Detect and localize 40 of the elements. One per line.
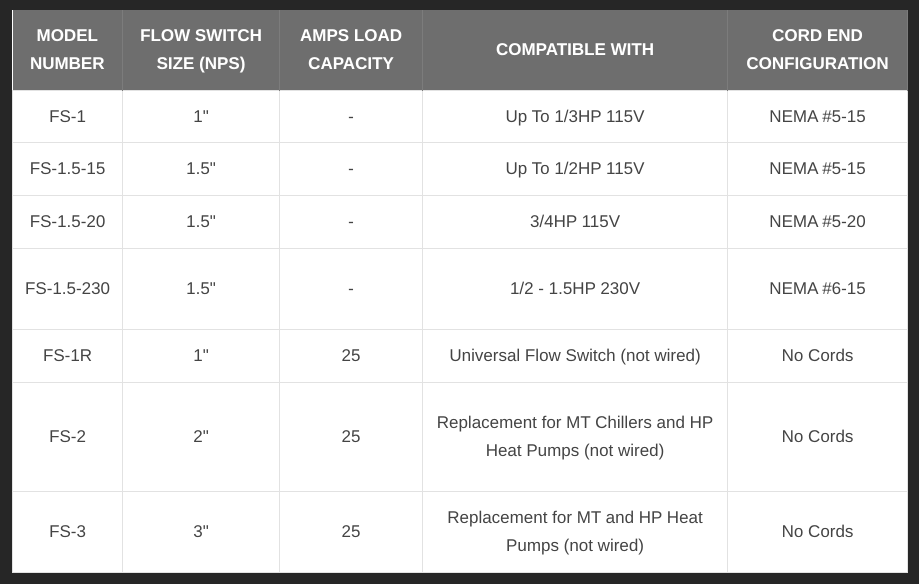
compatibility-note: Up To 1/3HP 115V: [422, 90, 728, 142]
cord-configuration: No Cords: [728, 330, 908, 382]
amp-rating: -: [280, 90, 422, 142]
compatibility-header: COMPATIBLE WITH: [422, 10, 728, 90]
model-number: FS-1.5-230: [12, 248, 122, 330]
pipe-size: 1": [122, 330, 280, 382]
pipe-size: 1": [122, 90, 280, 142]
cord-configuration: NEMA #6-15: [728, 248, 908, 330]
model-number: FS-1: [12, 90, 122, 142]
pipe-size: 3": [122, 492, 280, 572]
model-number: FS-2: [12, 382, 122, 492]
compatibility-note: Universal Flow Switch (not wired): [422, 330, 728, 382]
compatibility-note: Replacement for MT and HP Heat Pumps (not wired): [422, 492, 728, 572]
amp-rating: 25: [280, 330, 422, 382]
model-number: FS-1.5-15: [12, 142, 122, 196]
pipe-size: 1.5": [122, 142, 280, 196]
compatibility-note: Replacement for MT Chillers and HP Heat Pumps (not wired): [422, 382, 728, 492]
model-number: FS-1R: [12, 330, 122, 382]
pipe-size: 2": [122, 382, 280, 492]
compatibility-note: 3/4HP 115V: [422, 196, 728, 248]
cord-configuration: No Cords: [728, 382, 908, 492]
amp-rating: 25: [280, 492, 422, 572]
amp-rating: -: [280, 196, 422, 248]
pipe-size: 1.5": [122, 196, 280, 248]
model-header: MODEL NUMBER: [12, 10, 122, 90]
cord-header: CORD END CONFIGURATION: [728, 10, 908, 90]
compatibility-note: 1/2 - 1.5HP 230V: [422, 248, 728, 330]
amp-rating: -: [280, 142, 422, 196]
pipe-size: 1.5": [122, 248, 280, 330]
size-header: FLOW SWITCH SIZE (NPS): [122, 10, 280, 90]
cord-configuration: No Cords: [728, 492, 908, 572]
model-number: FS-1.5-20: [12, 196, 122, 248]
model-number: FS-3: [12, 492, 122, 572]
compatibility-note: Up To 1/2HP 115V: [422, 142, 728, 196]
amp-rating: 25: [280, 382, 422, 492]
amps-header: AMPS LOAD CAPACITY: [280, 10, 422, 90]
cord-configuration: NEMA #5-15: [728, 90, 908, 142]
amp-rating: -: [280, 248, 422, 330]
cord-configuration: NEMA #5-20: [728, 196, 908, 248]
cord-configuration: NEMA #5-15: [728, 142, 908, 196]
